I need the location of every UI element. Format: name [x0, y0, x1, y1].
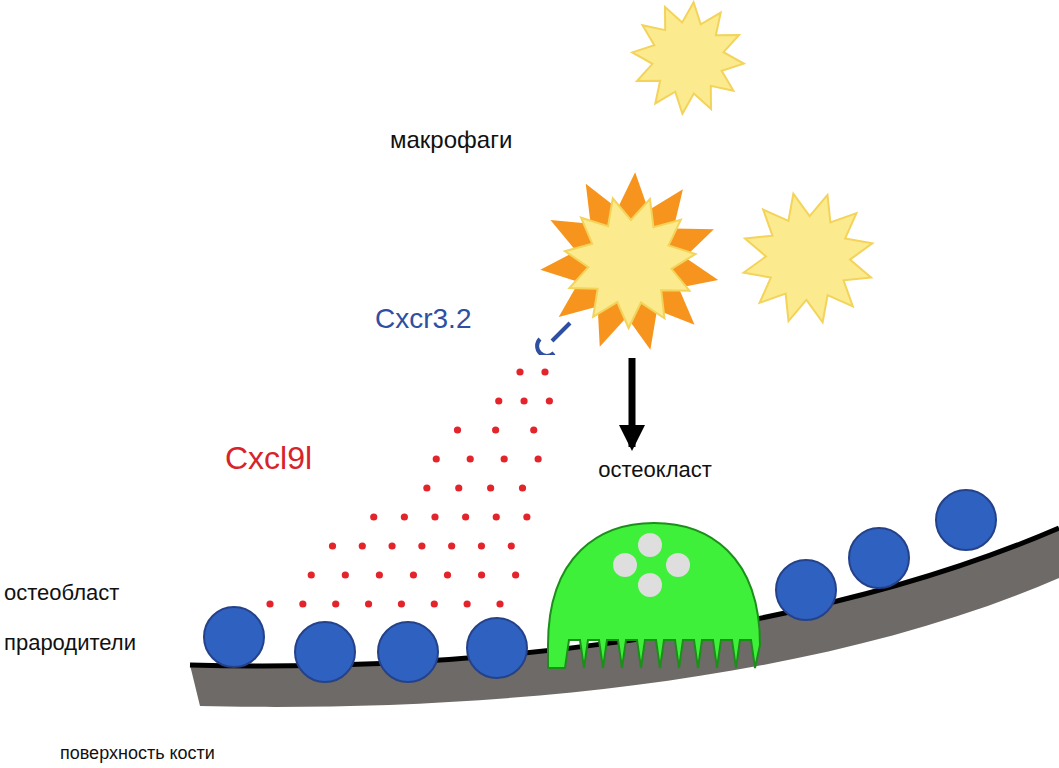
chemokine-dot	[359, 542, 366, 549]
cell-label: остеокласт	[540, 457, 770, 483]
chemokine-dot	[501, 455, 508, 462]
activated-macrophage: Cxcr3.2	[370, 170, 730, 355]
chemokine-dot	[535, 455, 542, 462]
chemokine-dot	[431, 600, 438, 607]
chemokine-dot	[530, 426, 537, 433]
macrophage	[744, 194, 873, 323]
chemokine-dot	[401, 513, 408, 520]
chemokine-dot	[462, 513, 469, 520]
osteoblast-progenitor	[936, 490, 996, 550]
osteoclast-body	[548, 523, 760, 668]
chemokine-dot	[520, 397, 527, 404]
chemokine-dot	[266, 600, 273, 607]
macrophage-outline	[540, 172, 718, 350]
chemokine-dot	[492, 426, 499, 433]
nucleus	[613, 553, 637, 577]
chemokine-dot	[332, 600, 339, 607]
nucleus	[638, 533, 662, 557]
chemokine-dot	[398, 600, 405, 607]
chemokine-dot	[546, 397, 553, 404]
osteoclast: остеокласт	[540, 455, 770, 670]
osteoclast-shape	[540, 455, 770, 670]
chemokine-dot	[487, 484, 494, 491]
chemokine-dot	[478, 542, 485, 549]
chemokine-dot	[478, 571, 485, 578]
receptor-cup	[537, 339, 554, 355]
chemokine-dot	[444, 571, 451, 578]
chemokine-dot	[431, 513, 438, 520]
chemokine-dot	[410, 571, 417, 578]
arrow	[629, 358, 636, 447]
chemokine-dot	[448, 542, 455, 549]
nucleus	[666, 553, 690, 577]
macrophage-body	[565, 198, 696, 328]
osteoblast-progenitor	[378, 622, 438, 682]
cell-label: остеобласт прародители	[4, 568, 154, 668]
chemokine-dot	[467, 455, 474, 462]
chemokine-dot	[464, 600, 471, 607]
chemokine-dot	[418, 542, 425, 549]
osteoblast-progenitor	[849, 528, 909, 588]
chemokine-dot	[508, 542, 515, 549]
chemokine-dot	[308, 571, 315, 578]
chemokine-dot	[454, 426, 461, 433]
osteoblast-progenitor	[776, 560, 836, 620]
osteoblast-progenitor	[295, 622, 355, 682]
chemokine-dot	[388, 542, 395, 549]
nucleus	[638, 573, 662, 597]
chemokine-dot	[455, 484, 462, 491]
surface-label: поверхность кости	[60, 743, 215, 764]
chemokine-dot	[519, 484, 526, 491]
chemokine-dot	[495, 397, 502, 404]
chemokine-dot	[523, 513, 530, 520]
group-label: макрофаги	[390, 126, 512, 154]
chemokine-dot	[512, 571, 519, 578]
macrophage	[632, 2, 743, 113]
receptor-stalk	[552, 323, 570, 341]
chemokine-dot	[493, 513, 500, 520]
chemokine-label: Cxcl9l	[225, 440, 312, 477]
chemokine-dot	[423, 484, 430, 491]
receptor-label: Cxcr3.2	[375, 303, 471, 335]
chemokine-dot	[376, 571, 383, 578]
chemokine-dot	[370, 513, 377, 520]
chemokine-dot	[541, 368, 548, 375]
chemokine-dot	[299, 600, 306, 607]
chemokine-dot	[365, 600, 372, 607]
chemokine-dot	[433, 455, 440, 462]
chemokine-dot	[329, 542, 336, 549]
osteoblast-progenitor	[467, 618, 527, 678]
chemokine-dot	[516, 368, 523, 375]
chemokine-dot	[496, 600, 503, 607]
osteoblast-progenitor	[204, 607, 264, 667]
chemokine-dot	[342, 571, 349, 578]
